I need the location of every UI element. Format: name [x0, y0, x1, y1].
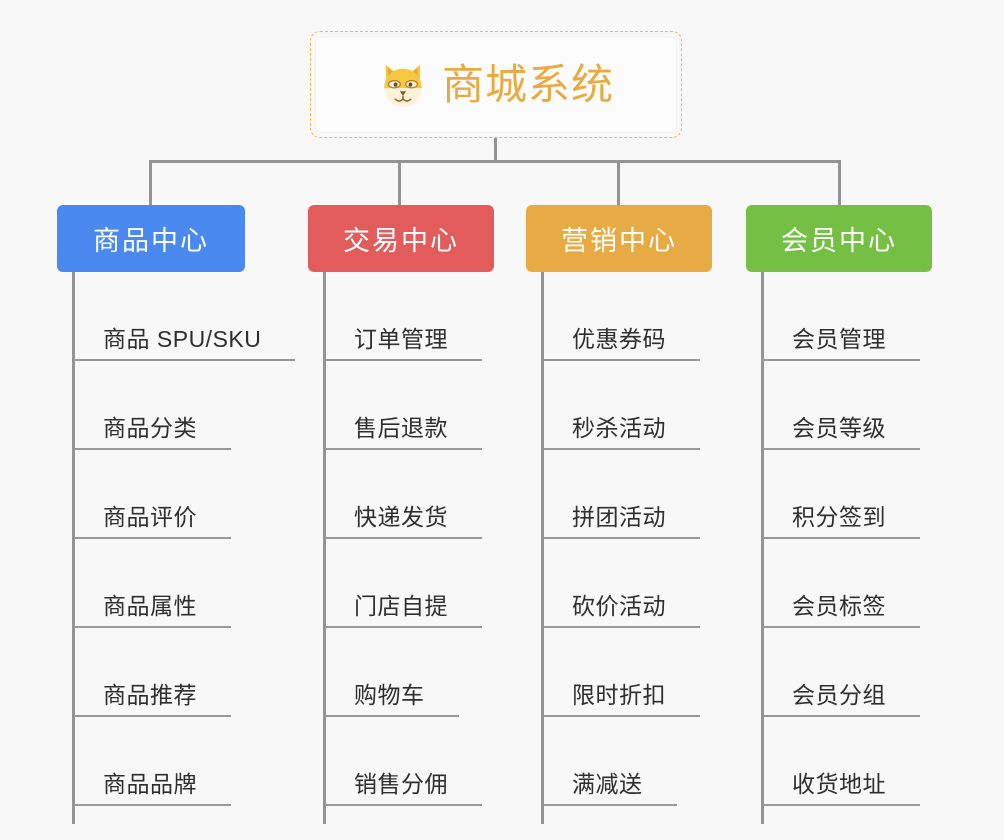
list-item-underline: 商品品牌 — [75, 772, 231, 806]
list-item-underline: 会员等级 — [764, 416, 920, 450]
category-label: 会员中心 — [781, 226, 897, 256]
list-item-underline: 订单管理 — [326, 327, 482, 361]
list-item[interactable]: 拼团活动 — [544, 450, 700, 539]
list-item-label: 会员管理 — [792, 326, 886, 352]
list-item[interactable]: 快递发货 — [326, 450, 482, 539]
list-item-underline: 会员分组 — [764, 683, 920, 717]
list-item-label: 会员标签 — [792, 593, 886, 619]
list-item-underline: 满减送 — [544, 772, 677, 806]
list-item-label: 商品 SPU/SKU — [103, 326, 262, 352]
list-item-label: 优惠券码 — [572, 326, 666, 352]
list-item-underline: 砍价活动 — [544, 594, 700, 628]
drop-connector-4 — [838, 160, 841, 205]
list-item-underline: 会员管理 — [764, 327, 920, 361]
list-item-underline: 优惠券码 — [544, 327, 700, 361]
trunk-line — [72, 272, 75, 824]
list-item-label: 商品属性 — [103, 593, 197, 619]
drop-connector-1 — [149, 160, 152, 205]
list-item-label: 订单管理 — [354, 326, 448, 352]
list-item-underline: 售后退款 — [326, 416, 482, 450]
list-item-label: 售后退款 — [354, 415, 448, 441]
list-item-label: 会员等级 — [792, 415, 886, 441]
list-item[interactable]: 商品属性 — [75, 539, 231, 628]
drop-connector-3 — [617, 160, 620, 205]
list-item-underline: 积分签到 — [764, 505, 920, 539]
list-item-underline: 快递发货 — [326, 505, 482, 539]
list-item[interactable]: 购物车 — [326, 628, 459, 717]
list-item-label: 商品推荐 — [103, 682, 197, 708]
list-item-label: 会员分组 — [792, 682, 886, 708]
category-header-marketing-center[interactable]: 营销中心 — [526, 205, 712, 272]
list-item-underline: 收货地址 — [764, 772, 920, 806]
horizontal-branch-connector — [149, 160, 841, 163]
list-item-underline: 销售分佣 — [326, 772, 482, 806]
list-item-label: 购物车 — [354, 682, 425, 708]
list-item-label: 门店自提 — [354, 593, 448, 619]
list-item-label: 满减送 — [572, 771, 643, 797]
trunk-line — [323, 272, 326, 824]
shiba-dog-icon — [384, 64, 422, 107]
root-node[interactable]: 商城系统 — [310, 31, 682, 138]
list-item-underline: 商品属性 — [75, 594, 231, 628]
list-item[interactable]: 商品 SPU/SKU — [75, 272, 296, 361]
list-item-label: 秒杀活动 — [572, 415, 666, 441]
category-header-member-center[interactable]: 会员中心 — [746, 205, 932, 272]
list-item[interactable]: 优惠券码 — [544, 272, 700, 361]
list-item[interactable]: 满减送 — [544, 717, 677, 806]
category-label: 交易中心 — [343, 226, 459, 256]
list-item[interactable]: 订单管理 — [326, 272, 482, 361]
list-item[interactable]: 销售分佣 — [326, 717, 482, 806]
list-item[interactable]: 会员等级 — [764, 361, 920, 450]
list-item-underline: 商品 SPU/SKU — [75, 326, 296, 361]
list-item-label: 销售分佣 — [354, 771, 448, 797]
list-item-label: 砍价活动 — [572, 593, 666, 619]
list-item-label: 拼团活动 — [572, 504, 666, 530]
root-stem-connector — [494, 138, 497, 162]
list-item[interactable]: 会员标签 — [764, 539, 920, 628]
trunk-line — [761, 272, 764, 824]
drop-connector-2 — [398, 160, 401, 205]
list-item-underline: 商品评价 — [75, 505, 231, 539]
category-label: 商品中心 — [93, 226, 209, 256]
list-item-label: 积分签到 — [792, 504, 886, 530]
list-item-label: 商品评价 — [103, 504, 197, 530]
list-item-underline: 商品分类 — [75, 416, 231, 450]
list-item[interactable]: 商品评价 — [75, 450, 231, 539]
root-node-card: 商城系统 — [315, 36, 677, 133]
trunk-line — [541, 272, 544, 824]
list-item[interactable]: 限时折扣 — [544, 628, 700, 717]
list-item[interactable]: 会员分组 — [764, 628, 920, 717]
list-item[interactable]: 商品分类 — [75, 361, 231, 450]
list-item-underline: 秒杀活动 — [544, 416, 700, 450]
list-item[interactable]: 砍价活动 — [544, 539, 700, 628]
list-item[interactable]: 会员管理 — [764, 272, 920, 361]
category-header-trade-center[interactable]: 交易中心 — [308, 205, 494, 272]
list-item[interactable]: 积分签到 — [764, 450, 920, 539]
list-item[interactable]: 商品品牌 — [75, 717, 231, 806]
list-item-label: 商品品牌 — [103, 771, 197, 797]
category-header-product-center[interactable]: 商品中心 — [57, 205, 245, 272]
list-item-underline: 购物车 — [326, 683, 459, 717]
list-item-underline: 商品推荐 — [75, 683, 231, 717]
list-item[interactable]: 售后退款 — [326, 361, 482, 450]
category-label: 营销中心 — [561, 226, 677, 256]
list-item-label: 快递发货 — [354, 504, 448, 530]
list-item[interactable]: 收货地址 — [764, 717, 920, 806]
list-item-underline: 会员标签 — [764, 594, 920, 628]
list-item-underline: 拼团活动 — [544, 505, 700, 539]
list-item[interactable]: 门店自提 — [326, 539, 482, 628]
list-item-label: 收货地址 — [792, 771, 886, 797]
list-item[interactable]: 秒杀活动 — [544, 361, 700, 450]
root-title: 商城系统 — [441, 60, 614, 108]
list-item-label: 商品分类 — [103, 415, 197, 441]
list-item-underline: 限时折扣 — [544, 683, 700, 717]
list-item-label: 限时折扣 — [572, 682, 666, 708]
list-item-underline: 门店自提 — [326, 594, 482, 628]
list-item[interactable]: 商品推荐 — [75, 628, 231, 717]
